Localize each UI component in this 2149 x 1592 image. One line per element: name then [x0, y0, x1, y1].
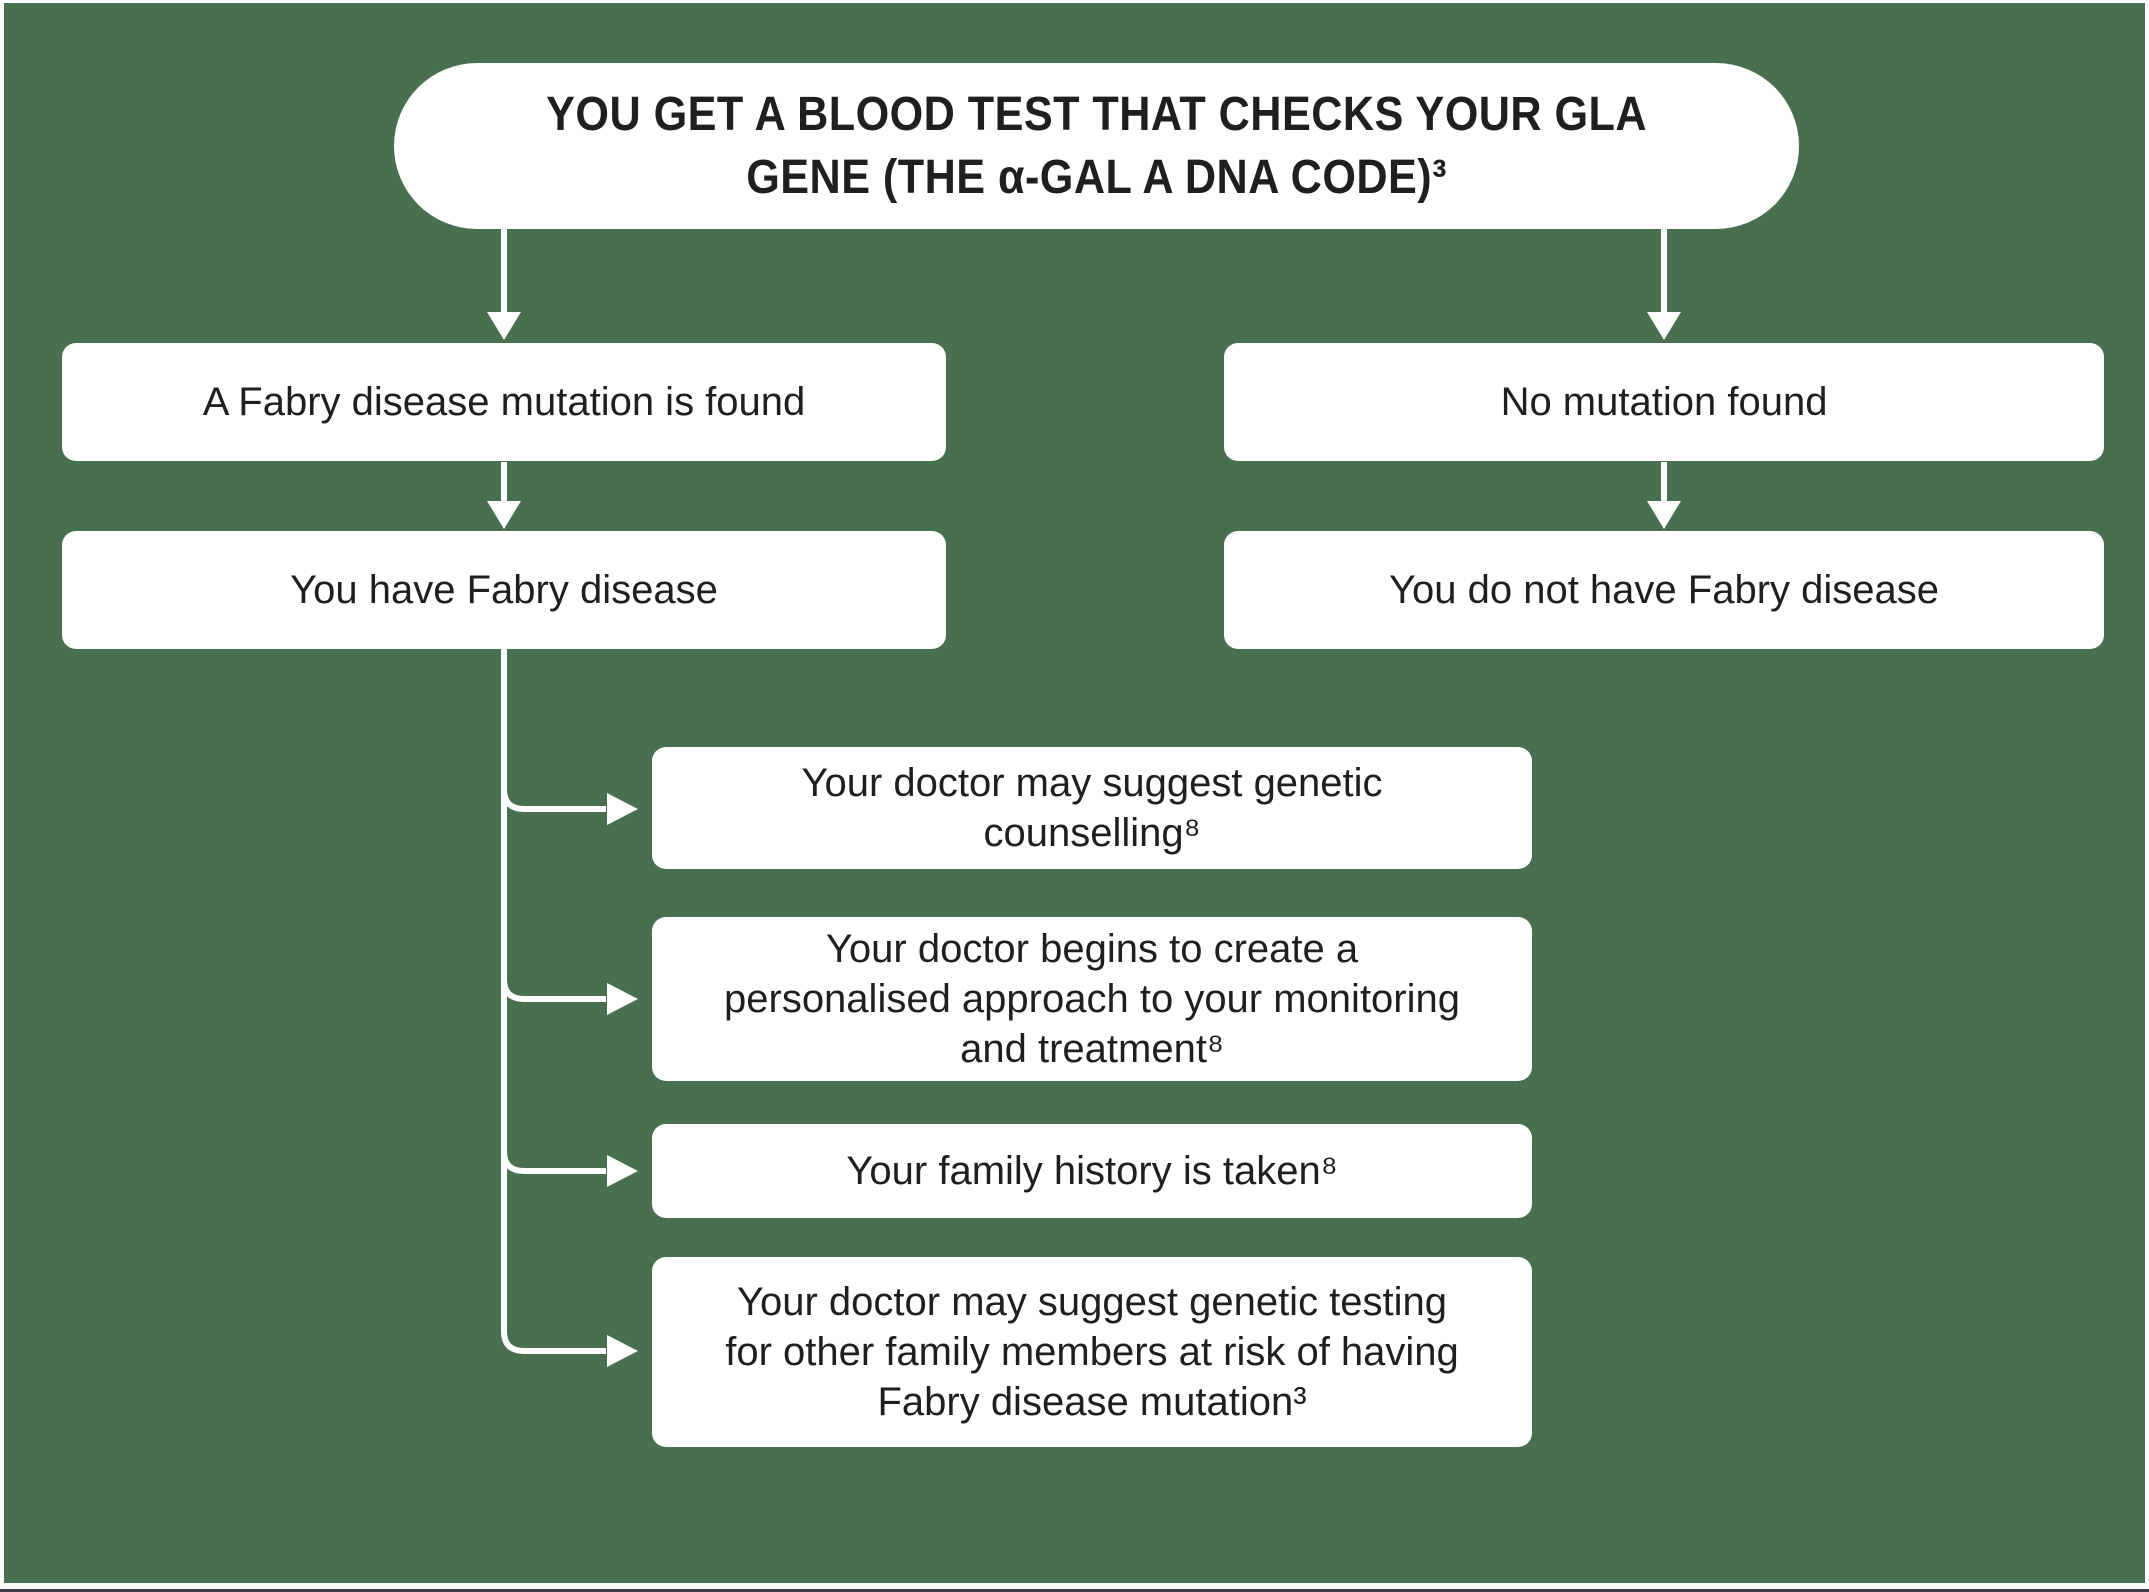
node-not-have-fabry-disease-text: You do not have Fabry disease	[1388, 568, 1940, 612]
node-mutation-found-text: A Fabry disease mutation is found	[202, 380, 806, 424]
arrowhead-personalised-approach	[607, 983, 638, 1015]
node-no-mutation-found: No mutation found	[1224, 343, 2104, 461]
branch-family-history	[501, 1150, 606, 1174]
root-line-1: YOU GET A BLOOD TEST THAT CHECKS YOUR GL…	[546, 88, 1647, 141]
node-personalised-approach: Your doctor begins to create a personali…	[652, 917, 1532, 1081]
node-family-history-text: Your family history is taken⁸	[846, 1149, 1338, 1193]
node-genetic-counselling-text: Your doctor may suggest genetic counsell…	[801, 761, 1383, 855]
node-have-fabry-disease: You have Fabry disease	[62, 531, 946, 649]
node-family-testing-text: Your doctor may suggest genetic testing …	[725, 1280, 1459, 1424]
arrowhead-root-to-mutation-found	[487, 312, 521, 340]
node-family-history: Your family history is taken⁸	[652, 1124, 1532, 1218]
root-line-2: GENE (THE α-GAL A DNA CODE)³	[746, 151, 1447, 204]
node-mutation-found: A Fabry disease mutation is found	[62, 343, 946, 461]
node-root-blood-test: YOU GET A BLOOD TEST THAT CHECKS YOUR GL…	[394, 63, 1799, 229]
node-no-mutation-found-text: No mutation found	[1500, 380, 1828, 424]
branch-genetic-counselling	[501, 788, 606, 812]
arrowhead-genetic-counselling	[607, 793, 638, 825]
bottom-edge-bar	[0, 1589, 2149, 1592]
arrowhead-family-history	[607, 1155, 638, 1187]
node-have-fabry-disease-text: You have Fabry disease	[290, 568, 718, 612]
node-not-have-fabry-disease: You do not have Fabry disease	[1224, 531, 2104, 649]
arrowhead-family-testing	[607, 1335, 638, 1367]
root-node-text: YOU GET A BLOOD TEST THAT CHECKS YOUR GL…	[546, 83, 1647, 209]
branch-personalised-approach	[501, 978, 606, 1002]
node-personalised-approach-text: Your doctor begins to create a personali…	[724, 927, 1460, 1071]
node-genetic-counselling: Your doctor may suggest genetic counsell…	[652, 747, 1532, 869]
node-family-testing: Your doctor may suggest genetic testing …	[652, 1257, 1532, 1447]
arrowhead-mutation-found-to-diagnosis	[487, 501, 521, 529]
trunk-next-steps	[501, 649, 606, 1354]
flowchart-canvas: YOU GET A BLOOD TEST THAT CHECKS YOUR GL…	[4, 3, 2145, 1583]
arrowhead-root-to-no-mutation	[1647, 312, 1681, 340]
arrowhead-no-mutation-to-diagnosis	[1647, 501, 1681, 529]
